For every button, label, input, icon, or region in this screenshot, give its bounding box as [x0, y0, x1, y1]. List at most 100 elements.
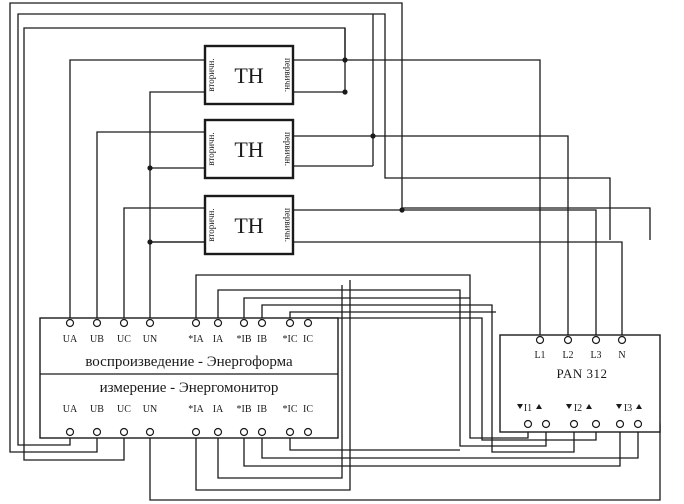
wire-UN-bus [149, 91, 205, 323]
terminal [145, 427, 155, 437]
terminal [303, 318, 313, 328]
terminal [541, 419, 551, 429]
terminal [119, 318, 129, 328]
wire-bot-3 [243, 424, 621, 467]
wire-cur-4 [261, 304, 575, 453]
pan-input-label: L3 [590, 350, 601, 361]
pan-title: PAN 312 [556, 366, 607, 381]
wire-outer-1 [9, 2, 651, 365]
terminal [591, 419, 601, 429]
wire-sec-UB [96, 131, 205, 323]
terminal [191, 318, 201, 328]
pan-input-label: N [618, 350, 625, 361]
terminal [145, 318, 155, 328]
terminal [633, 419, 643, 429]
junction-dot [147, 165, 153, 171]
bottom-terminals [65, 427, 313, 437]
transformer-secondary-label: вторичн. [206, 132, 216, 165]
arrow-up-icon [636, 404, 642, 409]
terminal [285, 318, 295, 328]
pan-arrow-icons [517, 404, 642, 409]
transformer-3: TH вторичн. первичн. [203, 194, 295, 256]
terminal [65, 318, 75, 328]
terminal-label: *IB [237, 404, 252, 415]
device-box [39, 317, 339, 439]
terminal [213, 427, 223, 437]
terminal [615, 419, 625, 429]
transformer-label: TH [234, 137, 263, 162]
device-bottom-title: измерение - Энергомонитор [100, 380, 279, 396]
junction-dot [342, 57, 348, 63]
terminal-label: IA [213, 334, 224, 345]
wire-prim-2 [293, 135, 569, 340]
arrow-down-icon [566, 404, 572, 409]
terminal [257, 318, 267, 328]
device-top-title: воспроизведение - Энергоформа [85, 354, 293, 370]
terminal-label: UN [143, 404, 157, 415]
pan-current-terminals [523, 419, 643, 429]
terminal-label: *IB [237, 334, 252, 345]
terminal [257, 427, 267, 437]
arrow-up-icon [536, 404, 542, 409]
terminal [563, 335, 573, 345]
pan-input-label: L2 [562, 350, 573, 361]
transformer-primary-label: первичн. [283, 58, 293, 92]
junction-dot [370, 133, 376, 139]
terminal-label: IB [257, 404, 267, 415]
pan-input-terminals [535, 335, 627, 345]
transformer-box [203, 44, 295, 106]
terminal-label: IA [213, 404, 224, 415]
wire-bot-1 [195, 280, 351, 491]
wire-cur-1 [195, 274, 529, 439]
terminal [213, 318, 223, 328]
transformer-box [203, 118, 295, 180]
wire-bot-4 [261, 424, 639, 459]
bottom-terminal-labels: UA UB UC UN *IA IA *IB IB *IC IC [63, 404, 314, 415]
terminal-label: *IA [188, 404, 204, 415]
wire-cur-2 [217, 289, 547, 447]
junction-dot [399, 207, 405, 213]
top-terminal-labels: UA UB UC UN *IA IA *IB IB *IC IC [63, 334, 314, 345]
wire-lower-UB [9, 365, 98, 453]
terminal [591, 335, 601, 345]
terminal [523, 419, 533, 429]
terminal-label: UN [143, 334, 157, 345]
wire-outer-2 [17, 13, 611, 372]
transformer-box [203, 194, 295, 256]
wire-sec-UC [123, 207, 205, 323]
terminal-label: UC [117, 404, 131, 415]
junction-dot [342, 89, 348, 95]
terminal [535, 335, 545, 345]
transformer-primary-label: первичн. [283, 132, 293, 166]
wire-lower-UC [23, 380, 125, 461]
wire-prim-3 [293, 209, 597, 340]
pan-current-label: I2 [574, 403, 582, 414]
terminal [239, 318, 249, 328]
terminal [617, 335, 627, 345]
wire-cur-3 [243, 297, 470, 323]
terminal-label: IC [303, 404, 313, 415]
terminal-label: IB [257, 334, 267, 345]
terminal-label: UB [90, 334, 104, 345]
terminal-label: *IC [283, 404, 298, 415]
pan-box [499, 334, 661, 433]
terminal-label: UA [63, 404, 78, 415]
terminal-label: UA [63, 334, 78, 345]
terminal [65, 427, 75, 437]
terminal [285, 427, 295, 437]
transformer-primary-label: первичн. [283, 208, 293, 242]
terminal [92, 427, 102, 437]
transformer-label: TH [234, 213, 263, 238]
pan-current-label: I3 [624, 403, 632, 414]
terminal [569, 419, 579, 429]
pan-current-labels: I1 I2 I3 [524, 403, 632, 414]
terminal-label: IC [303, 334, 313, 345]
arrow-down-icon [517, 404, 523, 409]
pan-current-label: I1 [524, 403, 532, 414]
wire-bot-2 [217, 285, 343, 479]
transformer-label: TH [234, 63, 263, 88]
pan-input-label: L1 [534, 350, 545, 361]
transformer-secondary-label: вторичн. [206, 58, 216, 91]
